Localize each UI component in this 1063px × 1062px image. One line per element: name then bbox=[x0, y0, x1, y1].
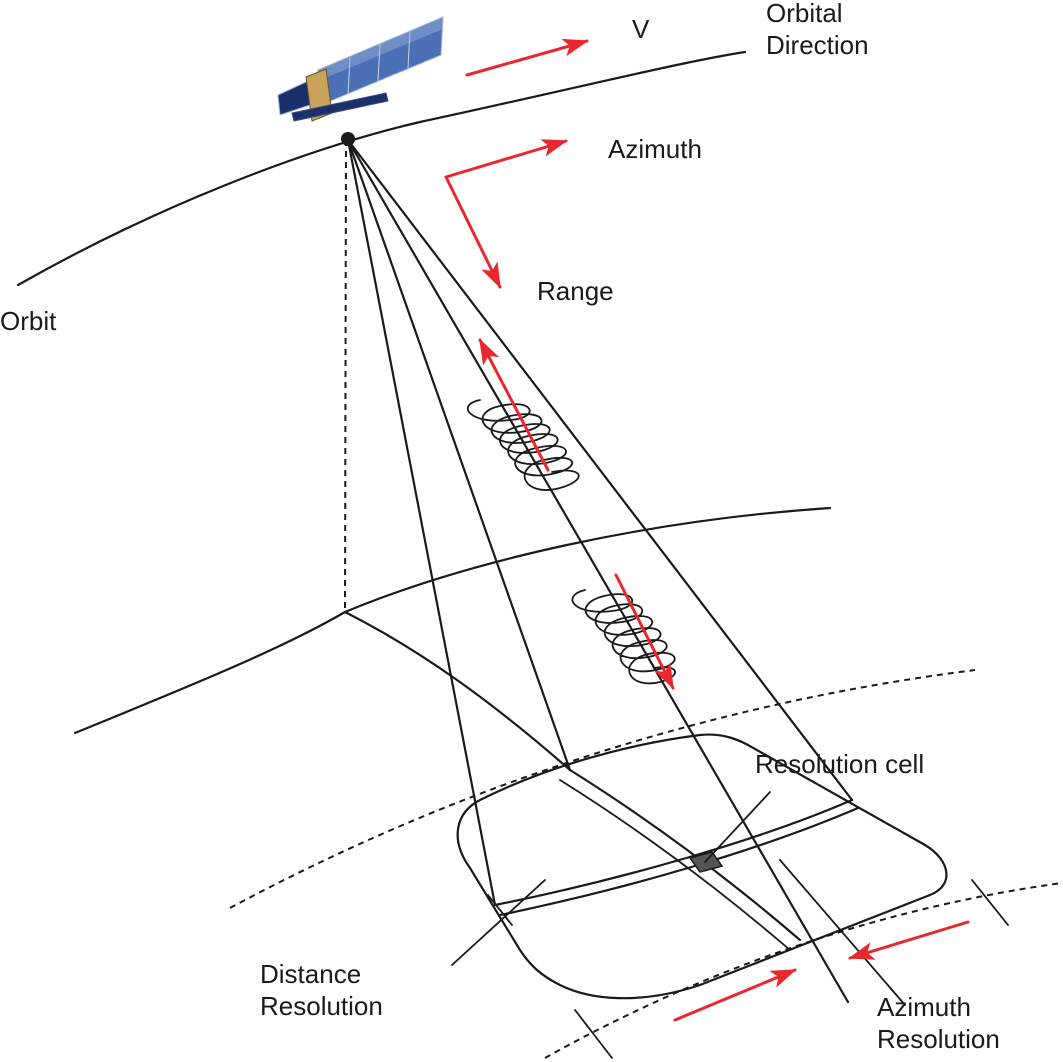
velocity-arrow bbox=[465, 38, 589, 77]
resolution-cell-label: Resolution cell bbox=[755, 749, 924, 779]
ground-track bbox=[343, 610, 572, 772]
dashed-curve-upper bbox=[229, 669, 976, 909]
transmit-pulse-arrow bbox=[614, 573, 675, 690]
azimuth-resolution-tick-1 bbox=[574, 1009, 613, 1059]
distance-resolution-label-line2: Resolution bbox=[260, 991, 383, 1021]
distance-resolution-label-line1: Distance bbox=[260, 959, 361, 989]
ground-curve-upper bbox=[343, 506, 832, 614]
azimuth-arrow bbox=[444, 139, 568, 179]
resolution-cell-leader bbox=[704, 791, 771, 863]
ground-curve-lower bbox=[73, 610, 347, 735]
swath-inner-3 bbox=[559, 779, 791, 951]
range-label: Range bbox=[537, 276, 614, 306]
beam-footprint bbox=[456, 733, 948, 1000]
pulse-coil-lower bbox=[571, 589, 676, 685]
velocity-label: V bbox=[632, 14, 650, 44]
azimuth-label: Azimuth bbox=[608, 134, 702, 164]
azimuth-resolution-leader bbox=[779, 859, 906, 1006]
beam-ray-3 bbox=[346, 138, 850, 1004]
panel-grid-3 bbox=[407, 30, 411, 69]
orbital-direction-label-line1: Orbital bbox=[766, 0, 843, 28]
satellite-position-dot bbox=[341, 132, 355, 146]
azimuth-resolution-arrow-out bbox=[673, 968, 797, 1022]
return-pulse-arrow bbox=[478, 338, 550, 472]
range-arrow bbox=[444, 175, 502, 289]
azimuth-resolution-arrow-in bbox=[848, 920, 970, 960]
swath-near-edge bbox=[493, 798, 854, 907]
satellite-icon bbox=[277, 16, 444, 122]
beam-ray-1 bbox=[346, 138, 497, 907]
orbital-direction-label-line2: Direction bbox=[766, 30, 869, 60]
distance-resolution-bracket bbox=[487, 894, 513, 926]
azimuth-resolution-label-line1: Azimuth bbox=[877, 992, 971, 1022]
swath-inner-1 bbox=[498, 806, 860, 917]
sar-antenna bbox=[291, 92, 389, 122]
panel-grid-1 bbox=[347, 56, 351, 95]
panel-grid-2 bbox=[377, 43, 381, 82]
nadir-line bbox=[344, 139, 347, 613]
swath-inner-2 bbox=[568, 768, 802, 942]
distance-resolution-tick bbox=[451, 879, 546, 966]
solar-panel-highlight bbox=[318, 17, 443, 81]
beam-ray-2 bbox=[346, 138, 572, 772]
beam-ray-4 bbox=[346, 138, 854, 802]
pulse-coil-upper bbox=[466, 399, 580, 491]
azimuth-resolution-tick-2 bbox=[971, 879, 1009, 926]
orbit-label: Orbit bbox=[0, 306, 57, 336]
orbit-arc bbox=[16, 50, 747, 287]
azimuth-resolution-label-line2: Resolution bbox=[877, 1024, 1000, 1054]
